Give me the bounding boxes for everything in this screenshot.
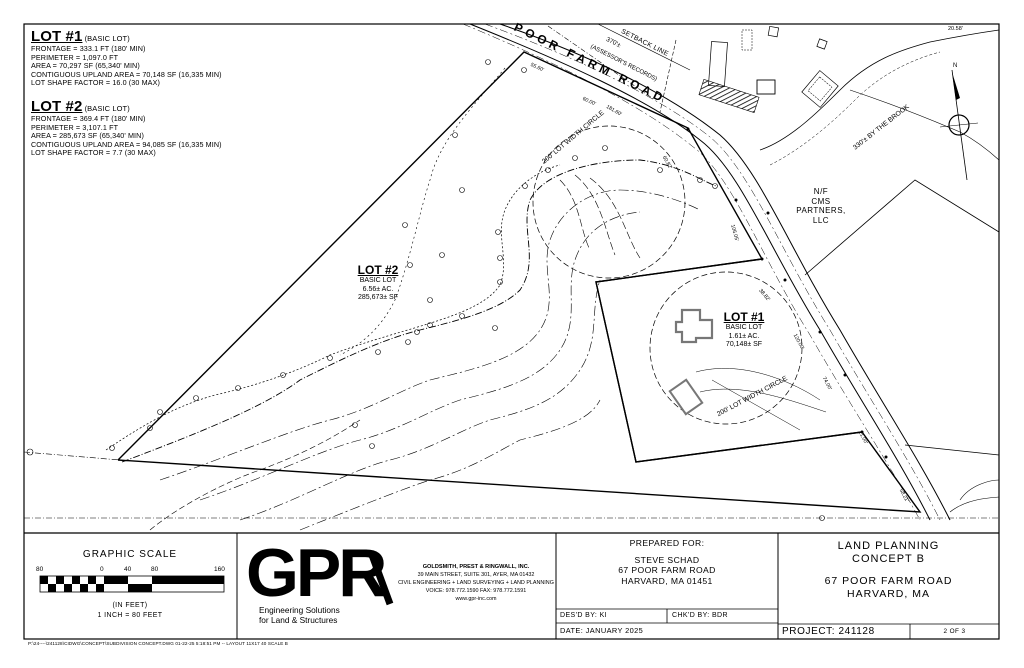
road-layout-line — [462, 23, 921, 521]
abutter-line-3: PARTNERS, — [796, 206, 846, 215]
company-web: www.gpr-inc.com — [455, 596, 497, 602]
abutter-line-4: LLC — [812, 215, 830, 225]
project-number: PROJECT: 241128 — [782, 626, 875, 637]
lot1-line: LOT SHAPE FACTOR = 16.0 (30 MAX) — [31, 78, 160, 88]
lot1-plan-line: BASIC LOT — [725, 324, 763, 331]
site-address-street: 67 POOR FARM ROAD — [824, 575, 953, 587]
tagline-line-1: Engineering Solutions — [259, 605, 340, 615]
wetland-line — [121, 159, 717, 463]
lot2-summary-subtitle: (BASIC LOT) — [84, 104, 130, 113]
lot1-line: CONTIGUOUS UPLAND AREA = 70,148 SF (16,3… — [31, 69, 222, 79]
lot2-line: LOT SHAPE FACTOR = 7.7 (30 MAX) — [31, 148, 156, 158]
lot2-summary: LOT #2 (BASIC LOT) FRONTAGE = 369.4 FT (… — [31, 99, 222, 158]
site-address-town: HARVARD, MA — [847, 587, 930, 600]
bound-markers — [686, 127, 888, 459]
company-tagline: Engineering Solutions for Land & Structu… — [259, 605, 340, 625]
scale-tick: 0 — [100, 566, 104, 573]
prepared-label: PREPARED FOR: — [629, 538, 705, 548]
road-edge-right — [499, 23, 951, 521]
company-name: GOLDSMITH, PREST & RINGWALL, INC. — [422, 564, 530, 570]
lot1-line: AREA = 70,297 SF (65,340' MIN) — [31, 61, 140, 71]
drawing-date: DATE: JANUARY 2025 — [560, 626, 644, 635]
plan-area — [23, 23, 1000, 531]
lot1-summary-title: LOT #1 — [31, 28, 83, 45]
lot1-plan-title: LOT #1 — [723, 310, 765, 324]
sheet-border — [23, 23, 1000, 640]
scale-units: (IN FEET) — [112, 602, 148, 609]
shed — [756, 79, 776, 95]
survey-marker — [26, 448, 34, 456]
tree-symbols — [109, 59, 718, 451]
designed-by: DES'D BY: KI — [560, 612, 607, 619]
company-phone: VOICE: 978.772.1590 FAX: 978.772.1591 — [425, 588, 527, 594]
lot1-boundary — [595, 258, 863, 463]
existing-house — [698, 79, 760, 113]
scale-tick: 80 — [151, 566, 159, 573]
lot1-line: FRONTAGE = 333.1 FT (180' MIN) — [31, 44, 146, 53]
north-label: N — [953, 63, 958, 69]
driveway — [695, 368, 827, 413]
scale-tick: 40 — [124, 566, 132, 573]
graphic-scale-bar — [39, 575, 225, 593]
lot2-plan-line: BASIC LOT — [359, 277, 397, 284]
file-path-footer: P:\24----\241128\CIDWG\CONCEPT\SUBDIVISI… — [28, 641, 288, 646]
prepared-for-block: PREPARED FOR: STEVE SCHAD 67 POOR FARM R… — [556, 538, 778, 586]
tagline-line-2: for Land & Structures — [259, 615, 338, 625]
abutter-line — [23, 451, 121, 461]
proposed-house — [674, 308, 714, 344]
north-arrow-icon — [939, 69, 979, 181]
lot1-plan-line: 70,148± SF — [725, 341, 763, 348]
client-city: HARVARD, MA 01451 — [621, 575, 713, 586]
lot2-plan-line: 285,673± SF — [357, 294, 399, 301]
company-logo: GPR — [246, 535, 387, 611]
abutter-line-1: N/F — [813, 187, 829, 196]
lot2-line: CONTIGUOUS UPLAND AREA = 94,085 SF (16,3… — [31, 139, 222, 149]
lot1-line: PERIMETER = 1,097.0 FT — [31, 52, 119, 62]
lot1-width-circle — [649, 271, 803, 425]
company-services: CIVIL ENGINEERING + LAND SURVEYING + LAN… — [398, 580, 554, 586]
contour-1 — [159, 189, 701, 481]
lot1-summary-subtitle: (BASIC LOT) — [84, 34, 130, 43]
existing-barn — [708, 41, 728, 87]
proposed-garage — [668, 378, 704, 416]
company-details: GOLDSMITH, PREST & RINGWALL, INC. 39 MAI… — [398, 563, 554, 603]
setback-line — [547, 25, 656, 101]
lot2-plan-title: LOT #2 — [357, 263, 399, 277]
dim-label: 20.58' — [948, 26, 963, 32]
tree-line — [105, 164, 561, 451]
drawing-title: LAND PLANNING CONCEPT B 67 POOR FARM ROA… — [778, 540, 999, 600]
assessor-line — [597, 23, 691, 71]
scale-tick: 80 — [36, 566, 44, 573]
road-edge-left — [469, 23, 931, 521]
lot1-plan-line: 1.61± AC. — [728, 332, 760, 340]
lot1-plan-label: LOT #1 BASIC LOT 1.61± AC. 70,148± SF — [712, 310, 776, 350]
abutter-line-2: CMS — [811, 196, 831, 206]
lot2-line: FRONTAGE = 369.4 FT (180' MIN) — [31, 114, 146, 123]
sheet-number: 2 OF 3 — [943, 628, 966, 635]
drawing-title-line-2: CONCEPT B — [852, 552, 925, 565]
scale-tick: 160 — [214, 566, 225, 573]
company-address: 39 MAIN STREET, SUITE 301, AYER, MA 0143… — [417, 572, 535, 578]
lot2-summary-title: LOT #2 — [31, 98, 83, 115]
abutter-label: N/F CMS PARTNERS, LLC — [790, 187, 852, 225]
lot2-line: PERIMETER = 3,107.1 FT — [31, 122, 119, 132]
lot2-width-circle — [532, 125, 686, 279]
client-street: 67 POOR FARM ROAD — [618, 565, 716, 575]
lot1-summary: LOT #1 (BASIC LOT) FRONTAGE = 333.1 FT (… — [31, 29, 222, 88]
client-name: STEVE SCHAD — [634, 554, 700, 565]
lot2-line: AREA = 285,673 SF (65,340' MIN) — [31, 131, 144, 141]
drawing-title-line-1: LAND PLANNING — [837, 540, 940, 552]
checked-by: CHK'D BY: BDR — [672, 612, 728, 619]
scale-ratio: 1 INCH = 80 FEET — [97, 612, 163, 619]
road-centerline — [484, 23, 941, 521]
abutter-parcel-line — [804, 179, 1000, 276]
graphic-scale-title: GRAPHIC SCALE — [82, 549, 178, 560]
lot2-plan-line: 6.56± AC. — [362, 285, 394, 293]
lot2-plan-label: LOT #2 BASIC LOT 6.56± AC. 285,673± SF — [338, 263, 418, 303]
